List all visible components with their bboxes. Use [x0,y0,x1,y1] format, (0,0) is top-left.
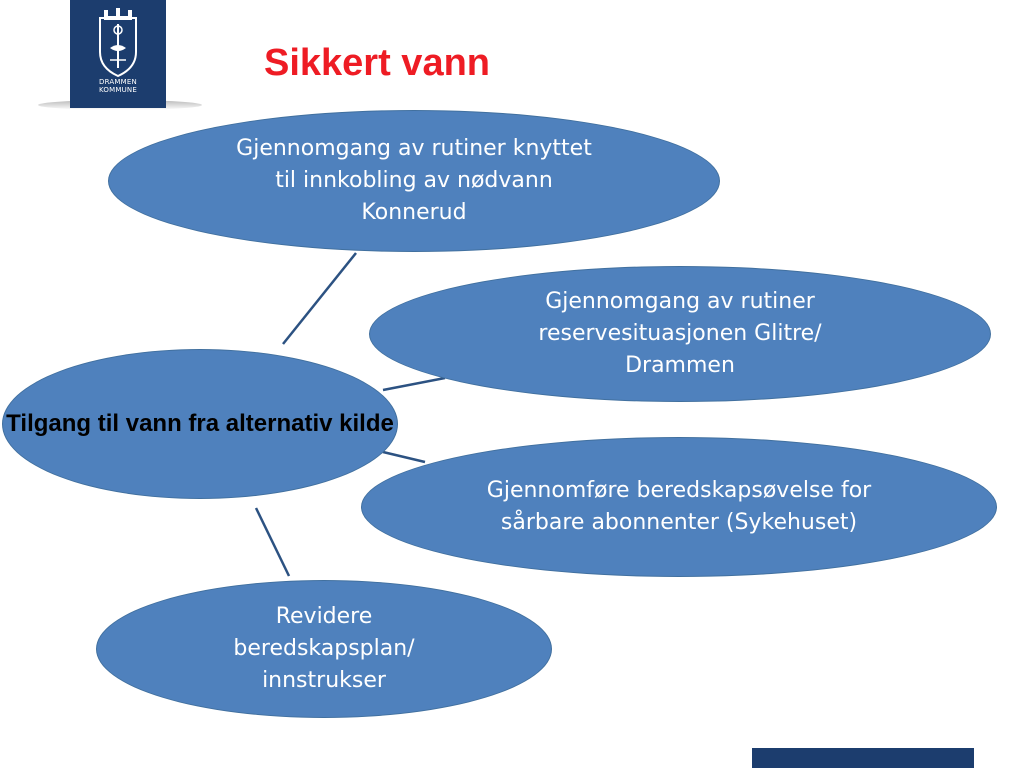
node-glitre: Gjennomgang av rutiner reservesituasjone… [369,266,991,402]
node-glitre-label: Gjennomgang av rutiner reservesituasjone… [538,289,822,378]
node-beredskapsplan: Revidere beredskapsplan/ innstrukser [96,580,552,718]
node-sykehuset-label: Gjennomføre beredskapsøvelse for sårbare… [486,478,872,535]
connector-lower-right [382,450,426,464]
footer-bar [752,748,974,768]
node-konnerud: Gjennomgang av rutiner knyttet til innko… [108,110,720,252]
drammen-kommune-logo: DRAMMEN KOMMUNE [70,0,166,108]
connector-top [282,252,357,345]
node-beredskapsplan-label: Revidere beredskapsplan/ innstrukser [233,604,415,693]
coat-of-arms-icon [99,8,137,78]
center-node-label: Tilgang til vann fra alternativ kilde [6,410,394,437]
logo-text-line2: KOMMUNE [99,86,137,94]
connector-bottom [254,507,291,577]
connector-upper-right [382,376,446,392]
center-node: Tilgang til vann fra alternativ kilde [2,349,398,499]
node-konnerud-label: Gjennomgang av rutiner knyttet til innko… [236,136,592,225]
logo-text-line1: DRAMMEN [99,78,137,86]
slide-title: Sikkert vann [264,42,490,84]
node-sykehuset: Gjennomføre beredskapsøvelse for sårbare… [361,437,997,577]
